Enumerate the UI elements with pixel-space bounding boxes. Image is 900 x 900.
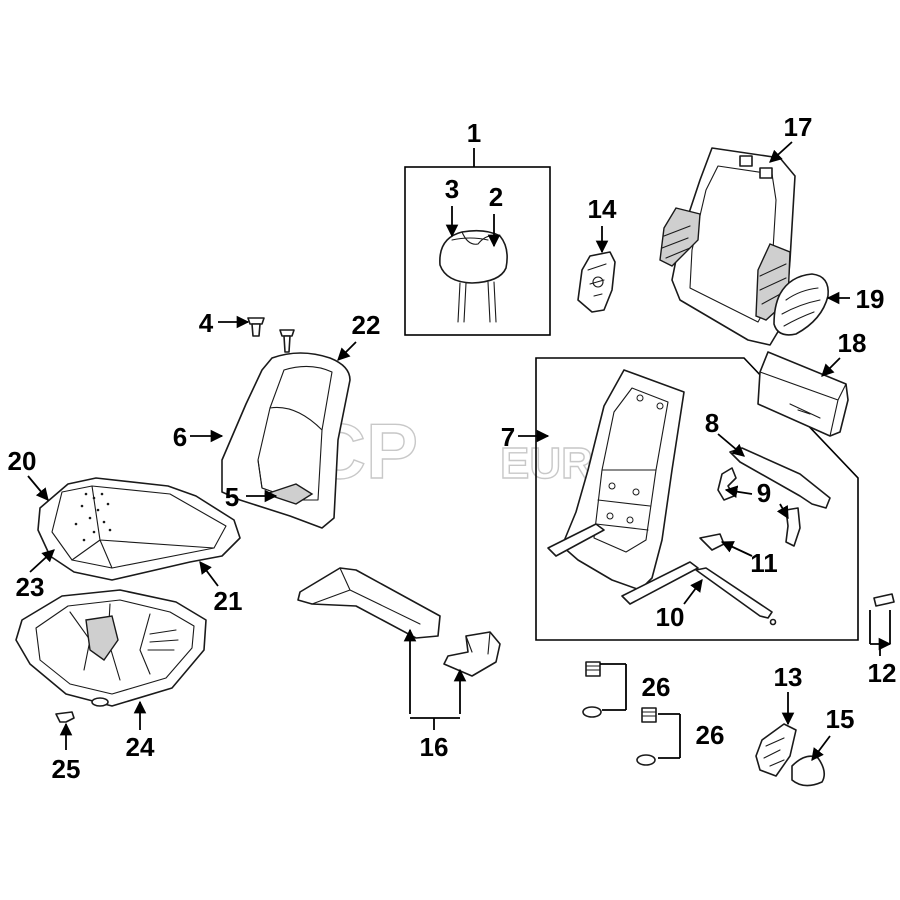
callout-numbers: 1 2 3 4 5 6 7 8 9 10 11 12 13 14 15 16 1…	[8, 112, 897, 784]
callout-25: 25	[52, 754, 81, 784]
callout-15: 15	[826, 704, 855, 734]
headrest-guide	[247, 317, 295, 353]
callout-8: 8	[705, 408, 719, 438]
nut-washer-set-lower	[636, 707, 657, 766]
seat-frame-group-box	[535, 357, 859, 641]
seat-cushion	[37, 477, 241, 581]
callout-16: 16	[420, 732, 449, 762]
callout-17: 17	[784, 112, 813, 142]
callout-10: 10	[656, 602, 685, 632]
seat-pan-clip	[55, 711, 75, 723]
callout-11: 11	[750, 548, 778, 578]
recliner-cover-bracket	[577, 251, 616, 313]
callout-22: 22	[352, 310, 381, 340]
callout-3: 3	[445, 174, 459, 204]
callout-21: 21	[214, 586, 243, 616]
callout-6: 6	[173, 422, 187, 452]
side-airbag-module	[757, 351, 849, 437]
callout-7: 7	[501, 422, 515, 452]
headrest-group-box	[404, 166, 551, 336]
headrest	[439, 229, 508, 323]
callout-2: 2	[489, 182, 503, 212]
callout-19: 19	[856, 284, 885, 314]
callout-26-lower: 26	[696, 720, 725, 750]
callout-5: 5	[225, 482, 239, 512]
seatback-frame	[659, 147, 796, 346]
callout-24: 24	[126, 732, 155, 762]
leader-lines	[27, 141, 890, 762]
callout-18: 18	[838, 328, 867, 358]
seat-rail-cover	[297, 567, 501, 677]
callout-23: 23	[16, 572, 45, 602]
seatback-cushion	[221, 352, 351, 529]
seat-pan	[15, 589, 207, 707]
pin	[873, 593, 895, 607]
callout-1: 1	[467, 118, 481, 148]
callout-14: 14	[588, 194, 617, 224]
seatback-frame-assembly	[547, 369, 831, 626]
callout-12: 12	[868, 658, 897, 688]
lumbar-pad	[773, 273, 829, 336]
callout-20: 20	[8, 446, 37, 476]
callout-4: 4	[199, 308, 214, 338]
recliner-knob	[791, 755, 826, 787]
callout-26-upper: 26	[642, 672, 671, 702]
callout-9: 9	[757, 478, 771, 508]
recliner-cover	[755, 723, 797, 777]
callout-13: 13	[774, 662, 803, 692]
nut-washer-set-upper	[582, 661, 602, 718]
